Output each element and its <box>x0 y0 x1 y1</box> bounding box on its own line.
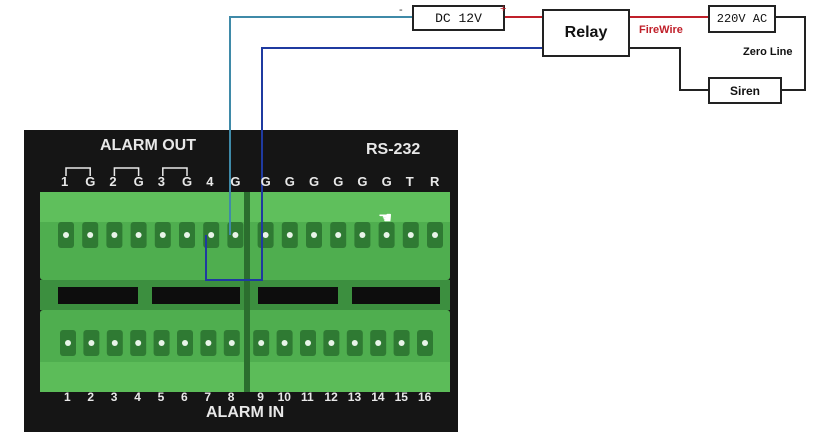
relay-label: Relay <box>564 24 608 41</box>
terminal-hole <box>258 340 265 346</box>
terminal-hole <box>262 232 269 238</box>
terminal-hole <box>65 340 71 346</box>
terminal-hole <box>351 340 358 346</box>
terminal-hole <box>159 232 166 238</box>
top-terminal-label: G <box>133 174 144 189</box>
terminal-hole <box>305 340 311 346</box>
terminal-hole <box>63 232 69 238</box>
dc-12v-label: DC 12V <box>435 10 482 26</box>
terminal-hole <box>111 340 118 346</box>
top-terminal-label: G <box>309 174 320 189</box>
terminal-hole <box>135 340 142 346</box>
terminal-hole <box>311 232 317 238</box>
terminal-hole <box>422 340 428 346</box>
bottom-terminal-label: 2 <box>87 390 95 404</box>
zero-line-label: Zero Line <box>743 46 793 58</box>
terminal-hole <box>328 340 335 346</box>
top-terminal-label: G <box>260 174 271 189</box>
relay-to-alarm-wire <box>205 47 542 281</box>
top-terminal-label: R <box>430 174 440 189</box>
top-terminal-label: 3 <box>157 174 166 189</box>
top-terminal-label: G <box>357 174 368 189</box>
bottom-terminal-label: 5 <box>157 390 165 404</box>
alarm-in-title: ALARM IN <box>206 404 285 421</box>
terminal-hole <box>135 232 142 238</box>
relay-to-siren-wire <box>630 47 708 91</box>
bottom-terminal-label: 11 <box>301 390 314 404</box>
bottom-terminal-label: 14 <box>371 390 385 404</box>
terminal-hole <box>182 340 188 346</box>
wires <box>205 16 806 281</box>
terminal-hole <box>228 340 235 346</box>
bottom-terminal-label: 15 <box>394 390 408 404</box>
terminal-hole <box>432 232 438 238</box>
pin-pair-bracket <box>65 167 91 176</box>
bottom-terminal-label: 9 <box>257 390 264 404</box>
alarm-out-title: ALARM OUT <box>100 137 196 154</box>
top-terminal-label: G <box>381 174 392 189</box>
pin-pair-bracket <box>162 167 188 176</box>
dc-minus-label: - <box>399 4 403 16</box>
terminal-hole <box>398 340 405 346</box>
top-terminal-label: G <box>182 174 193 189</box>
ac-to-zero-line-wire <box>776 16 806 91</box>
bottom-terminal-label: 16 <box>418 390 432 404</box>
top-terminal-label: 4 <box>206 174 214 189</box>
bottom-terminal-label: 1 <box>64 390 71 404</box>
terminal-hole <box>111 232 118 238</box>
ac-220v-label: 220V AC <box>716 12 768 26</box>
pin-pair-bracket <box>113 167 140 176</box>
bottom-terminal-label: 8 <box>227 390 235 404</box>
terminal-hole <box>335 232 342 238</box>
bottom-terminal-label: 12 <box>324 390 338 404</box>
firewire-label: FireWire <box>639 24 683 36</box>
rs232-title: RS-232 <box>366 141 421 158</box>
bottom-terminal-label: 13 <box>347 390 362 404</box>
siren-label: Siren <box>729 83 760 98</box>
top-terminal-label: G <box>85 174 96 189</box>
top-terminal-label: 2 <box>109 174 117 189</box>
terminal-hole <box>184 232 190 238</box>
terminal-hole <box>208 232 215 238</box>
terminal-hole <box>359 232 366 238</box>
bottom-terminal-label: 6 <box>181 390 188 404</box>
bottom-terminal-label: 10 <box>277 390 291 404</box>
hand-cursor-icon: ☚ <box>378 210 393 227</box>
bottom-terminal-label: 7 <box>204 390 212 404</box>
top-terminal-label: G <box>230 174 241 189</box>
terminal-hole <box>87 232 94 238</box>
terminal-hole <box>88 340 95 346</box>
dc-12v-box: DC 12V <box>412 5 505 31</box>
dc-minus-wire <box>229 16 412 235</box>
terminal-hole <box>286 232 293 238</box>
bottom-terminal-label: 4 <box>134 390 141 404</box>
terminal-hole <box>158 340 165 346</box>
siren-box: Siren <box>708 77 782 104</box>
terminal-hole <box>407 232 414 238</box>
bottom-terminal-label: 3 <box>110 390 118 404</box>
dc-plus-label: + <box>500 3 507 15</box>
top-terminal-label: T <box>405 174 414 189</box>
top-terminal-label: G <box>284 174 295 189</box>
top-terminal-label: 1 <box>61 174 69 189</box>
top-terminal-label: G <box>333 174 344 189</box>
terminal-hole <box>232 232 239 238</box>
terminal-hole <box>281 340 288 346</box>
terminal-hole <box>375 340 382 346</box>
ac-220v-box: 220V AC <box>708 5 776 33</box>
terminal-hole <box>383 232 390 238</box>
terminal-hole <box>205 340 212 346</box>
relay-box: Relay <box>542 9 630 57</box>
